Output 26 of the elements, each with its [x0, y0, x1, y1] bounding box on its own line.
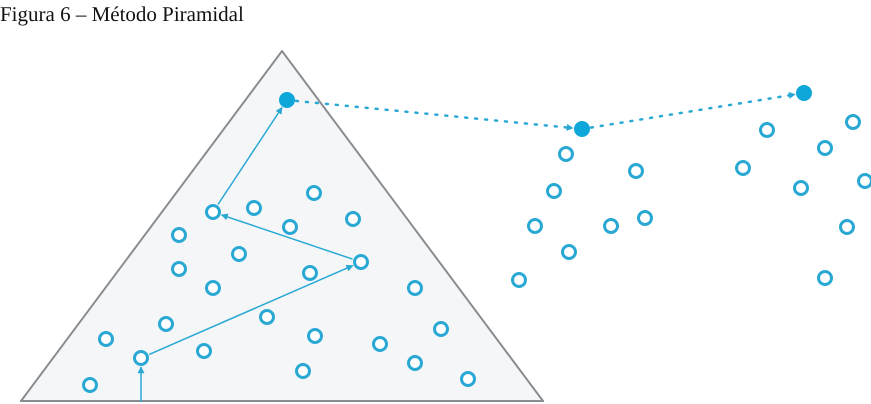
- pyramid-triangle: [20, 50, 544, 402]
- hollow-circle: [527, 218, 543, 234]
- figure-title: Figura 6 – Método Piramidal: [0, 2, 244, 27]
- hollow-circle: [857, 173, 871, 189]
- hollow-circle: [603, 218, 619, 234]
- hollow-circle: [735, 160, 751, 176]
- hollow-circle: [637, 210, 653, 226]
- hollow-circle: [759, 122, 775, 138]
- hollow-circle: [793, 180, 809, 196]
- hollow-circle: [628, 163, 644, 179]
- filled-dot: [574, 121, 590, 137]
- arrow: [148, 264, 354, 356]
- hollow-circle: [817, 140, 833, 156]
- dotted-arrow: [590, 92, 796, 129]
- hollow-circle: [511, 272, 527, 288]
- hollow-circle: [839, 219, 855, 235]
- arrow: [138, 366, 144, 402]
- hollow-circle: [817, 270, 833, 286]
- hollow-circle: [845, 114, 861, 130]
- hollow-circle: [546, 183, 562, 199]
- arrow: [220, 214, 353, 260]
- hollow-circle: [558, 146, 574, 162]
- hollow-circle: [561, 244, 577, 260]
- filled-dot: [796, 85, 812, 101]
- dotted-arrow: [294, 100, 574, 131]
- arrow: [217, 106, 283, 205]
